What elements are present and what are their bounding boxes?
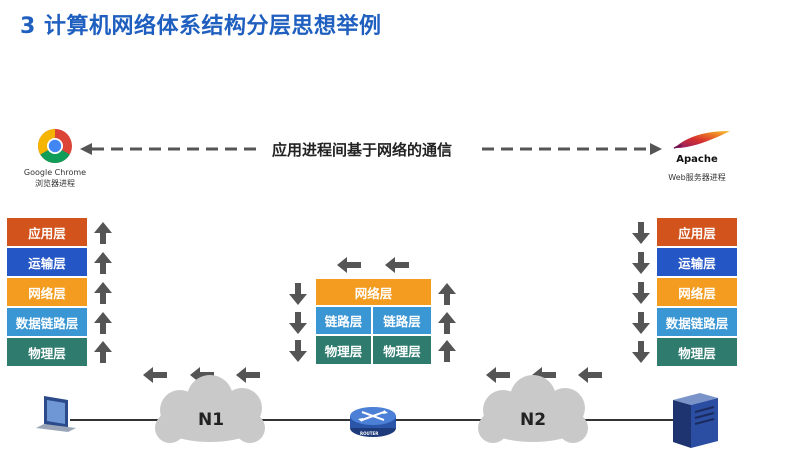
server-datalink-layer: 数据链路层 [657, 308, 737, 338]
router-icon [350, 407, 396, 437]
router-link-layer-left: 链路层 [316, 307, 373, 336]
server-network-layer: 网络层 [657, 278, 737, 308]
router-top-left-arrows [337, 257, 409, 273]
router-network-layer: 网络层 [316, 279, 431, 307]
client-physical-layer: 物理层 [7, 338, 87, 366]
client-application-layer: 应用层 [7, 218, 87, 248]
n1-cloud [155, 375, 265, 443]
communication-label: 应用进程间基于网络的通信 [272, 141, 453, 159]
apache-feather-icon [673, 131, 730, 149]
chrome-icon [38, 129, 72, 163]
server-application-layer: 应用层 [657, 218, 737, 248]
router-label: ROUTER [360, 431, 379, 436]
server-name: Apache [676, 154, 718, 165]
client-transport-layer: 运输层 [7, 248, 87, 278]
server-down-arrows [632, 222, 650, 363]
n1-label: N1 [198, 410, 225, 430]
client-name: Google Chrome [23, 168, 87, 177]
router-up-arrows [438, 283, 456, 362]
client-network-layer: 网络层 [7, 278, 87, 308]
router-physical-layer-right: 物理层 [373, 336, 431, 364]
router-link-layer-right: 链路层 [373, 307, 431, 336]
client-datalink-layer: 数据链路层 [7, 308, 87, 338]
server-process: Web服务器进程 [668, 173, 726, 182]
laptop-icon [36, 396, 76, 432]
server-physical-layer: 物理层 [657, 338, 737, 366]
router-physical-layer-left: 物理层 [316, 336, 373, 364]
server-tower-icon [673, 393, 718, 448]
n2-label: N2 [520, 410, 547, 430]
client-up-arrows [94, 222, 112, 363]
client-process: 浏览器进程 [35, 179, 75, 188]
router-down-arrows [289, 283, 307, 362]
page-title: 3 计算机网络体系结构分层思想举例 [20, 14, 382, 39]
server-transport-layer: 运输层 [657, 248, 737, 278]
n2-cloud [478, 375, 588, 443]
